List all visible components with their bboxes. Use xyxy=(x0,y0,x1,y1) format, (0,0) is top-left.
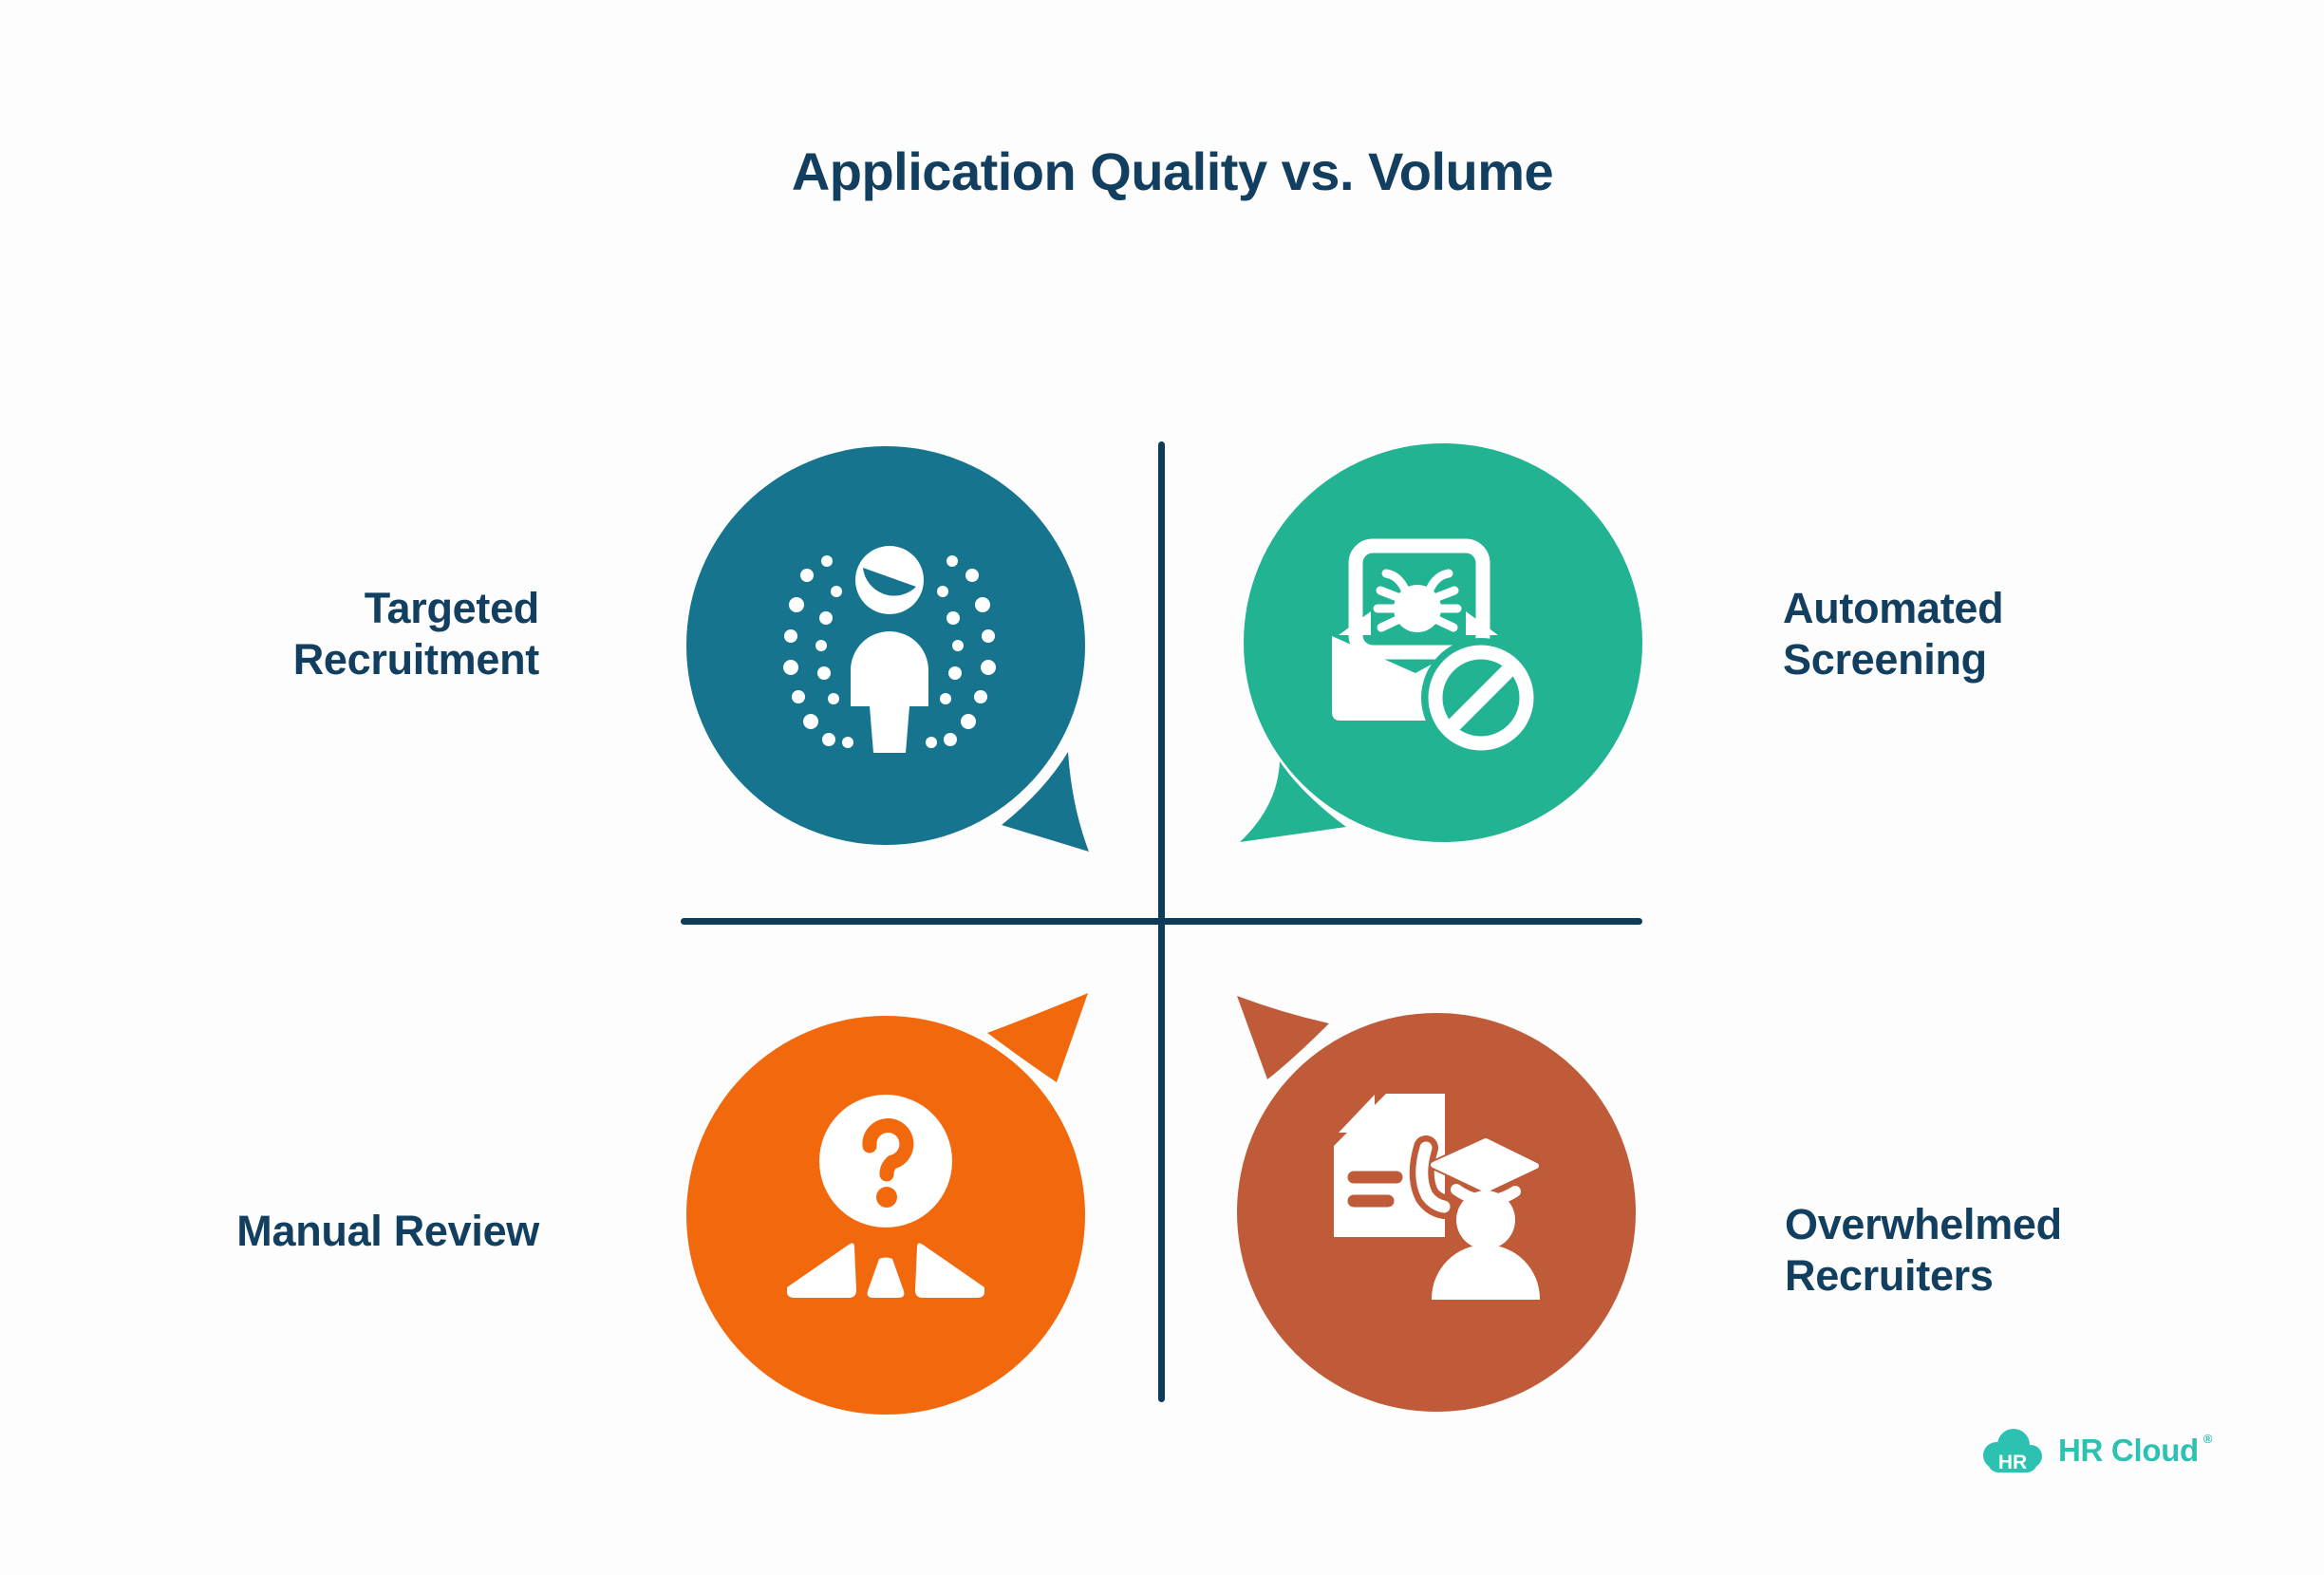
label-line: Automated xyxy=(1783,584,2004,632)
arrow-flare-left xyxy=(1339,611,1371,635)
manual-review-bubble xyxy=(686,993,1088,1415)
label-overwhelmed-recruiters: Overwhelmed Recruiters xyxy=(1785,1199,2062,1302)
resume-graduate-icon xyxy=(1334,1094,1541,1300)
graduate xyxy=(1415,1138,1540,1300)
horizontal-axis-line xyxy=(681,918,1642,925)
graduate-head xyxy=(1456,1191,1515,1249)
label-manual-review: Manual Review xyxy=(236,1206,539,1257)
label-automated-screening: Automated Screening xyxy=(1783,583,2004,685)
label-line: Recruitment xyxy=(292,635,540,684)
cloud-shape xyxy=(1983,1429,2042,1472)
person-torso xyxy=(851,631,928,706)
label-targeted-recruitment: Targeted Recruitment xyxy=(292,583,540,685)
label-line: Screening xyxy=(1783,635,1987,684)
cloud-mark-text: HR xyxy=(1998,1452,2027,1473)
aura-dots xyxy=(783,555,996,748)
overwhelmed-recruiters-bubble xyxy=(1237,996,1636,1412)
label-line: Targeted xyxy=(364,584,540,632)
lapel-right xyxy=(915,1243,985,1298)
hr-cloud-logo: HR HR Cloud ® xyxy=(1977,1426,2213,1475)
targeted-recruitment-bubble xyxy=(686,446,1089,852)
bubble-tail xyxy=(1237,996,1329,1079)
graduate-shoulders xyxy=(1432,1245,1540,1300)
brand-name: HR Cloud xyxy=(2058,1433,2199,1468)
arrow-flare-right xyxy=(1466,611,1498,635)
bubble-shape xyxy=(1240,443,1642,842)
person-waist xyxy=(870,706,909,753)
automated-screening-bubble xyxy=(1240,443,1642,842)
spotlight-person-icon xyxy=(783,546,996,753)
spam-block-inbox-icon xyxy=(1332,538,1541,758)
bug-icon xyxy=(1373,569,1462,632)
label-line: Overwhelmed xyxy=(1785,1200,2062,1248)
resume-lines xyxy=(1347,1171,1403,1208)
bubble-tail xyxy=(1240,761,1346,842)
label-line: Recruiters xyxy=(1785,1251,1994,1300)
hr-cloud-mark-icon: HR xyxy=(1983,1429,2042,1473)
mortarboard xyxy=(1431,1138,1539,1192)
bubble-tail xyxy=(987,993,1088,1082)
bubble-circle xyxy=(1244,443,1642,842)
scan-frame xyxy=(1348,538,1490,660)
label-line: Manual Review xyxy=(236,1207,539,1255)
question-mark xyxy=(862,1118,914,1182)
lapel-left xyxy=(786,1243,856,1298)
tassel xyxy=(1415,1141,1451,1213)
no-entry-icon xyxy=(1428,645,1534,751)
page-title: Application Quality vs. Volume xyxy=(791,141,1554,201)
registered-mark: ® xyxy=(2202,1432,2213,1446)
person-smile xyxy=(863,568,916,596)
bubble-tail xyxy=(1002,752,1089,852)
tie xyxy=(867,1257,905,1298)
question-dot xyxy=(876,1187,897,1208)
bug-body xyxy=(1394,585,1441,632)
question-person-icon xyxy=(786,1095,985,1298)
